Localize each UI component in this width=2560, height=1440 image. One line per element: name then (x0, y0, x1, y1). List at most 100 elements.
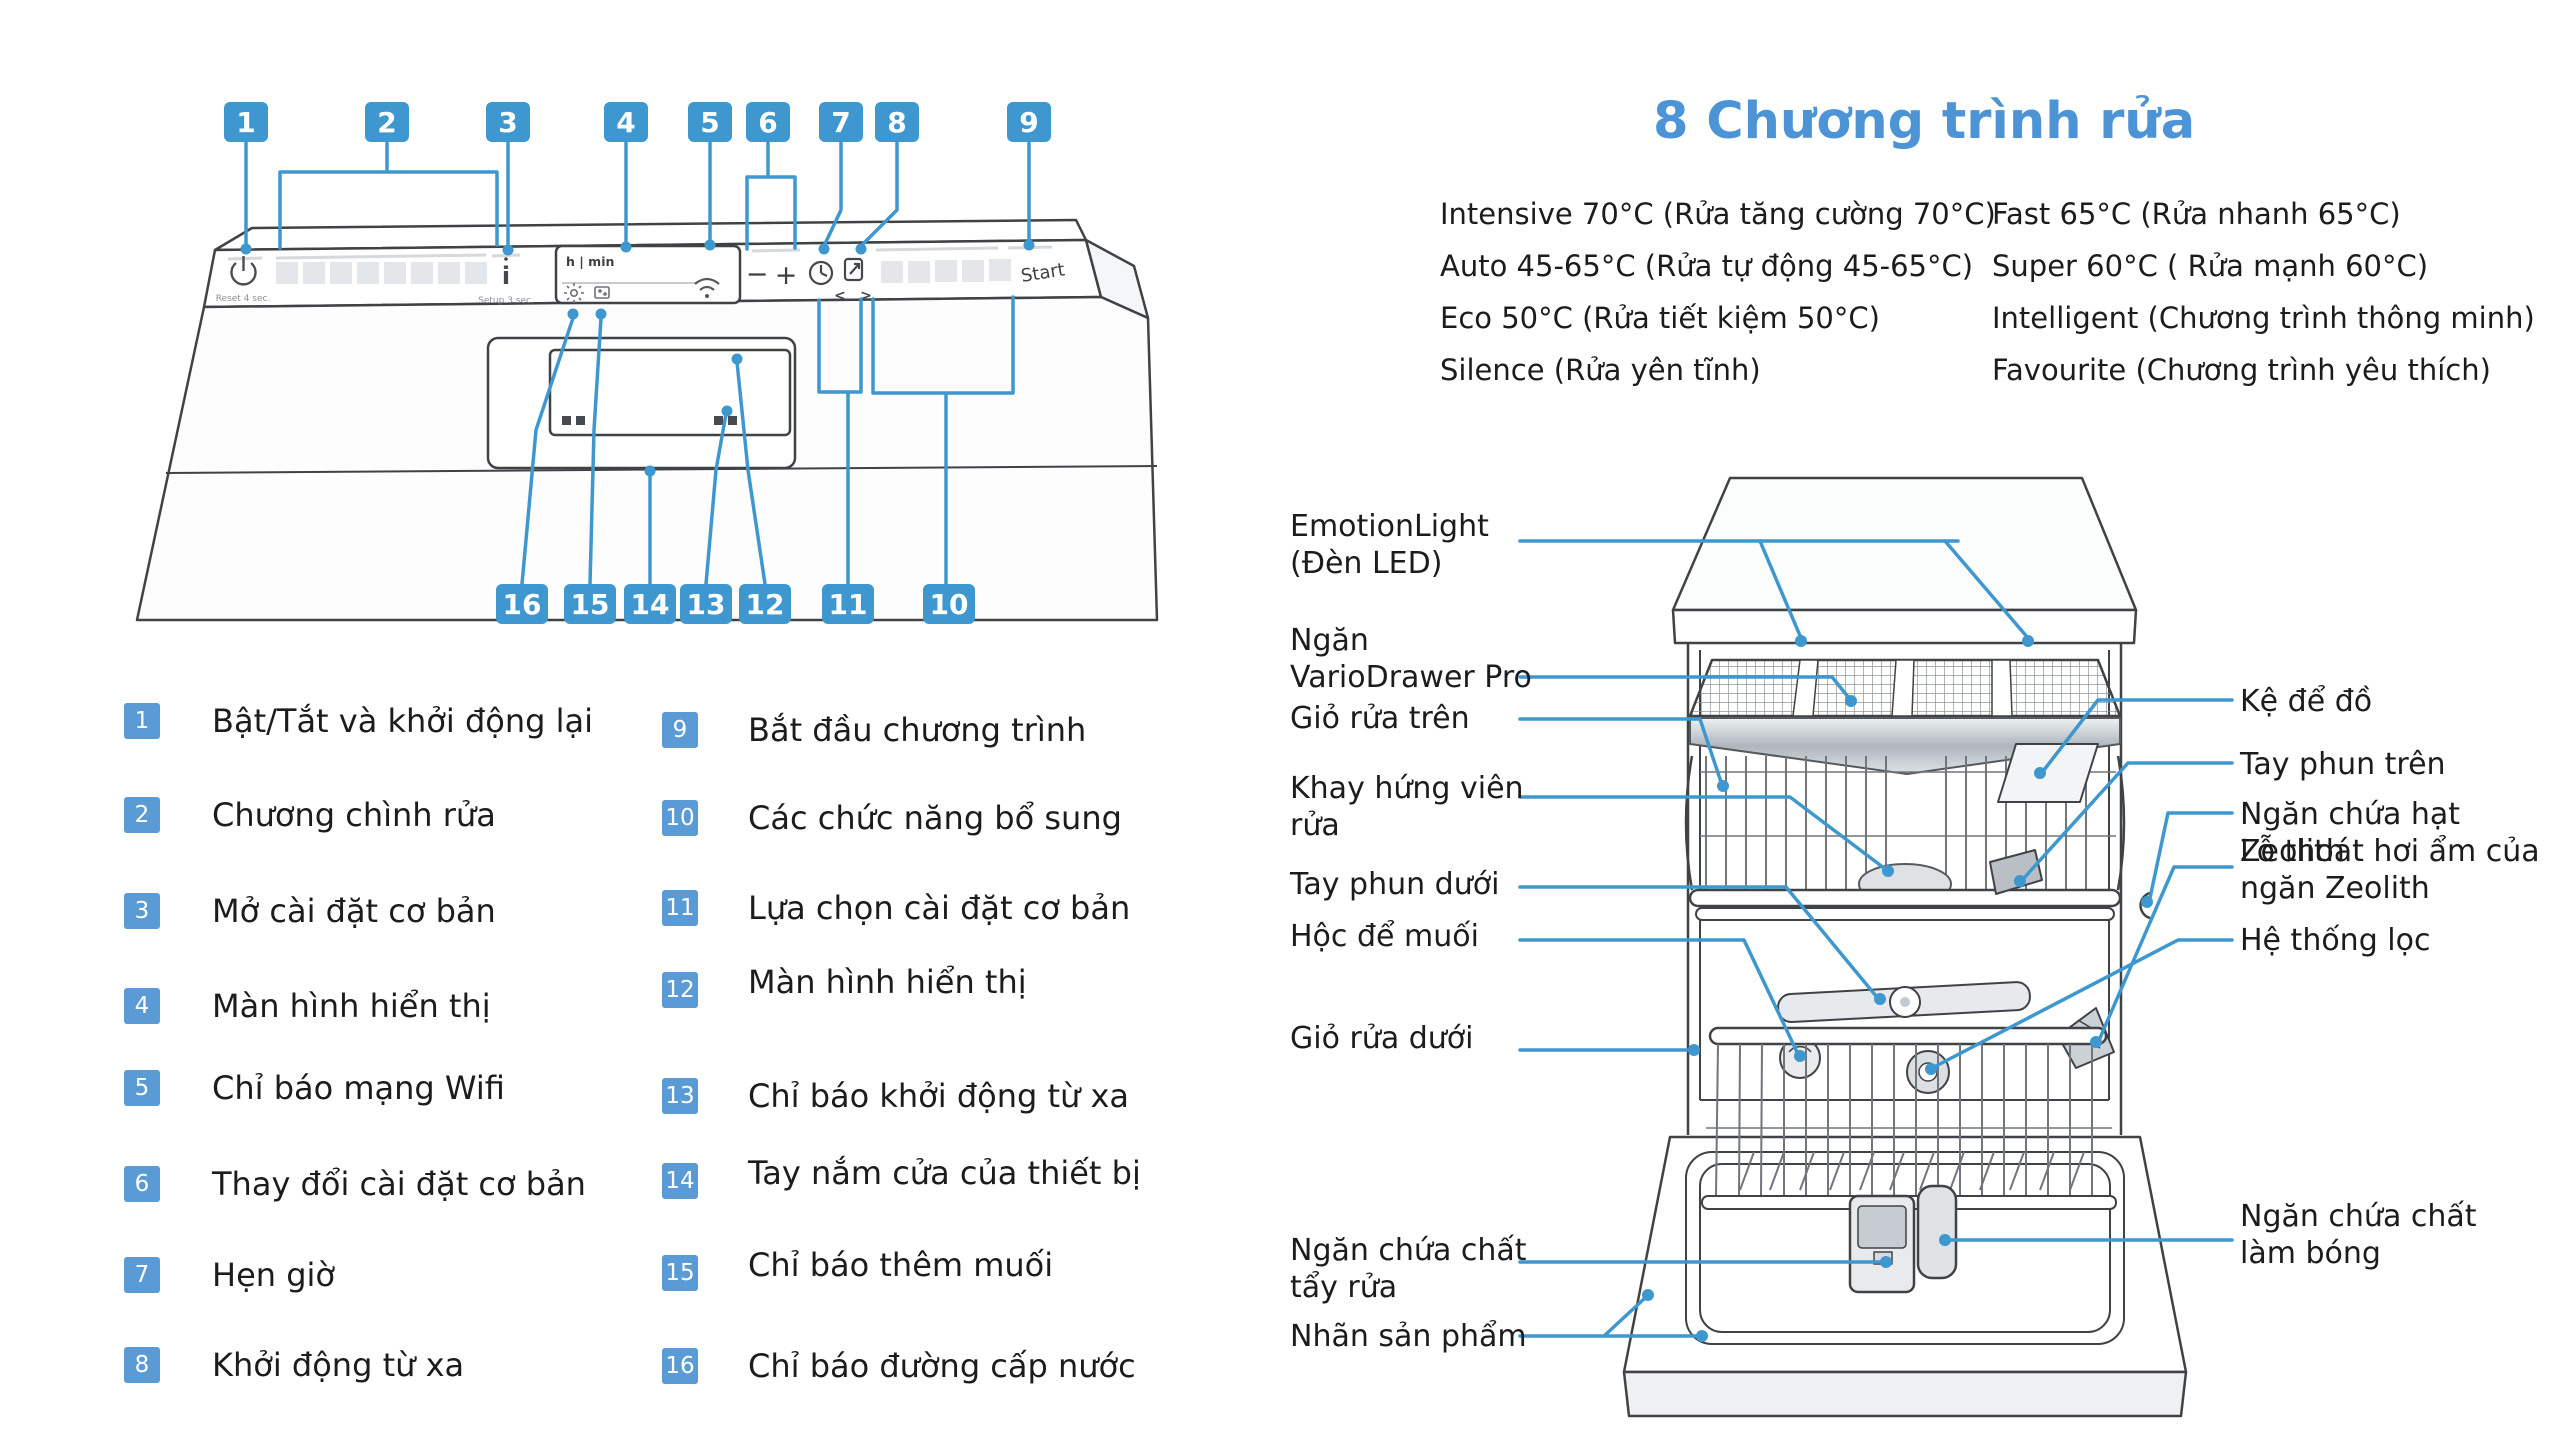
legend-num-15: 15 (662, 1255, 698, 1291)
callout-4: 4 (604, 102, 648, 142)
programs-heading: 8 Chương trình rửa (1653, 92, 2196, 151)
callout-1: 1 (224, 102, 268, 142)
lower-spray-arm (1777, 981, 2031, 1023)
callout-16: 16 (496, 584, 548, 624)
panel-callout-dots (240, 239, 1035, 477)
reset-caption: Reset 4 sec. (216, 294, 271, 304)
legend-label-10: Các chức năng bổ sung (748, 799, 1122, 837)
legend-label-2: Chương chình rửa (212, 796, 496, 834)
program-super: Super 60°C ( Rửa mạnh 60°C) (1992, 249, 2429, 283)
callout-14: 14 (624, 584, 676, 624)
legend-label-8: Khởi động từ xa (212, 1346, 465, 1384)
legend-num-12: 12 (662, 972, 698, 1008)
cup-shelf (1997, 743, 2099, 803)
legend-num-8: 8 (124, 1347, 160, 1383)
chevron-left: < (834, 288, 846, 304)
program-eco: Eco 50°C (Rửa tiết kiệm 50°C) (1440, 301, 1880, 335)
option-pads (881, 259, 1011, 283)
display-panel: h | min (554, 244, 742, 305)
legend-num-9: 9 (662, 712, 698, 748)
label-variodrawer: Ngăn VarioDrawer Pro (1290, 623, 1532, 695)
legend-label-11: Lựa chọn cài đặt cơ bản (748, 889, 1131, 927)
callout-15: 15 (564, 584, 616, 624)
legend-num-4: 4 (124, 988, 160, 1024)
dishwasher-callout-lines (1518, 539, 2234, 1338)
program-pads (276, 262, 487, 284)
legend-num-6: 6 (124, 1166, 160, 1202)
label-upper-spray-arm: Tay phun trên (2240, 747, 2446, 782)
legend-label-5: Chỉ báo mạng Wifi (212, 1069, 505, 1107)
program-fast: Fast 65°C (Rửa nhanh 65°C) (1992, 197, 2401, 231)
clock-icon (808, 260, 834, 286)
legend-num-16: 16 (662, 1348, 698, 1384)
detergent-dispenser (1848, 1194, 1916, 1294)
label-detergent: Ngăn chứa chất tẩy rửa (1290, 1233, 1527, 1305)
upper-spray-arm (1989, 849, 2043, 895)
minus-button: − (746, 259, 769, 290)
salt-icon (594, 286, 610, 299)
legend-label-7: Hẹn giờ (212, 1256, 335, 1294)
label-cup-shelf: Kệ để đồ (2240, 684, 2373, 719)
info-icon: i (502, 257, 510, 290)
svg-text:i: i (502, 262, 510, 290)
label-emotionlight: EmotionLight (Đèn LED) (1290, 509, 1489, 581)
legend-num-11: 11 (662, 890, 698, 926)
legend-num-13: 13 (662, 1078, 698, 1114)
remote-start-icon (843, 257, 864, 282)
callout-6: 6 (746, 102, 790, 142)
panel-callout-lines (244, 140, 1031, 586)
callout-8: 8 (875, 102, 919, 142)
program-intensive: Intensive 70°C (Rửa tăng cường 70°C) (1440, 197, 1996, 231)
callout-10: 10 (923, 584, 975, 624)
hmin-label: h | min (566, 254, 614, 269)
control-panel-drawing: Reset 4 sec. i Setup 3 sec. h | min (135, 218, 1159, 622)
dishwasher-callout-dots (1642, 635, 2153, 1342)
legend-label-15: Chỉ báo thêm muối (748, 1246, 1054, 1284)
zeolith-container-mark (2139, 891, 2151, 920)
legend-label-12: Màn hình hiển thị (748, 963, 1027, 1001)
callout-5: 5 (688, 102, 732, 142)
legend-num-1: 1 (124, 703, 160, 739)
legend-label-3: Mở cài đặt cơ bản (212, 892, 496, 930)
legend-label-6: Thay đổi cài đặt cơ bản (212, 1165, 586, 1203)
legend-num-7: 7 (124, 1257, 160, 1293)
label-lower-basket: Giỏ rửa dưới (1290, 1021, 1474, 1056)
callout-3: 3 (486, 102, 530, 142)
legend-num-14: 14 (662, 1163, 698, 1199)
callout-7: 7 (819, 102, 863, 142)
legend-label-13: Chỉ báo khởi động từ xa (748, 1077, 1130, 1115)
door-display-window (548, 348, 792, 437)
callout-11: 11 (822, 584, 874, 624)
legend-label-1: Bật/Tắt và khởi động lại (212, 702, 593, 740)
legend-num-3: 3 (124, 893, 160, 929)
label-tab-catch-tray: Khay hứng viên rửa (1290, 771, 1524, 843)
program-auto: Auto 45-65°C (Rửa tự động 45-65°C) (1440, 249, 1974, 283)
callout-12: 12 (739, 584, 791, 624)
sun-icon (564, 283, 584, 303)
chevron-right: > (860, 288, 872, 304)
legend-label-16: Chỉ báo đường cấp nước (748, 1347, 1136, 1385)
label-product-label: Nhãn sản phẩm (1290, 1319, 1527, 1354)
legend-num-10: 10 (662, 800, 698, 836)
program-intelligent: Intelligent (Chương trình thông minh) (1992, 301, 2535, 335)
program-silence: Silence (Rửa yên tĩnh) (1440, 353, 1761, 387)
legend-num-2: 2 (124, 797, 160, 833)
dishwasher-drawing (1622, 476, 2188, 1418)
door-display-icons (562, 416, 737, 425)
label-filter-system: Hệ thống lọc (2240, 923, 2431, 958)
setup-caption: Setup 3 sec. (478, 296, 534, 306)
label-salt-compartment: Hộc để muối (1290, 919, 1479, 954)
rinse-aid-dispenser (1916, 1184, 1958, 1280)
label-rinse-aid: Ngăn chứa chất làm bóng (2240, 1199, 2477, 1271)
wifi-icon (694, 277, 720, 298)
program-favourite: Favourite (Chương trình yêu thích) (1992, 353, 2491, 387)
legend-label-14: Tay nắm cửa của thiết bị (748, 1154, 1141, 1192)
power-icon (230, 256, 257, 286)
label-zeolith-container: Ngăn chứa hạt Zeolith (2240, 797, 2461, 869)
label-zeolith-vent: Lỗ thoát hơi ẩm của ngăn Zeolith (2240, 834, 2540, 906)
label-lower-spray-arm: Tay phun dưới (1290, 867, 1500, 902)
callout-9: 9 (1007, 102, 1051, 142)
legend-label-4: Màn hình hiển thị (212, 987, 491, 1025)
callout-13: 13 (680, 584, 732, 624)
